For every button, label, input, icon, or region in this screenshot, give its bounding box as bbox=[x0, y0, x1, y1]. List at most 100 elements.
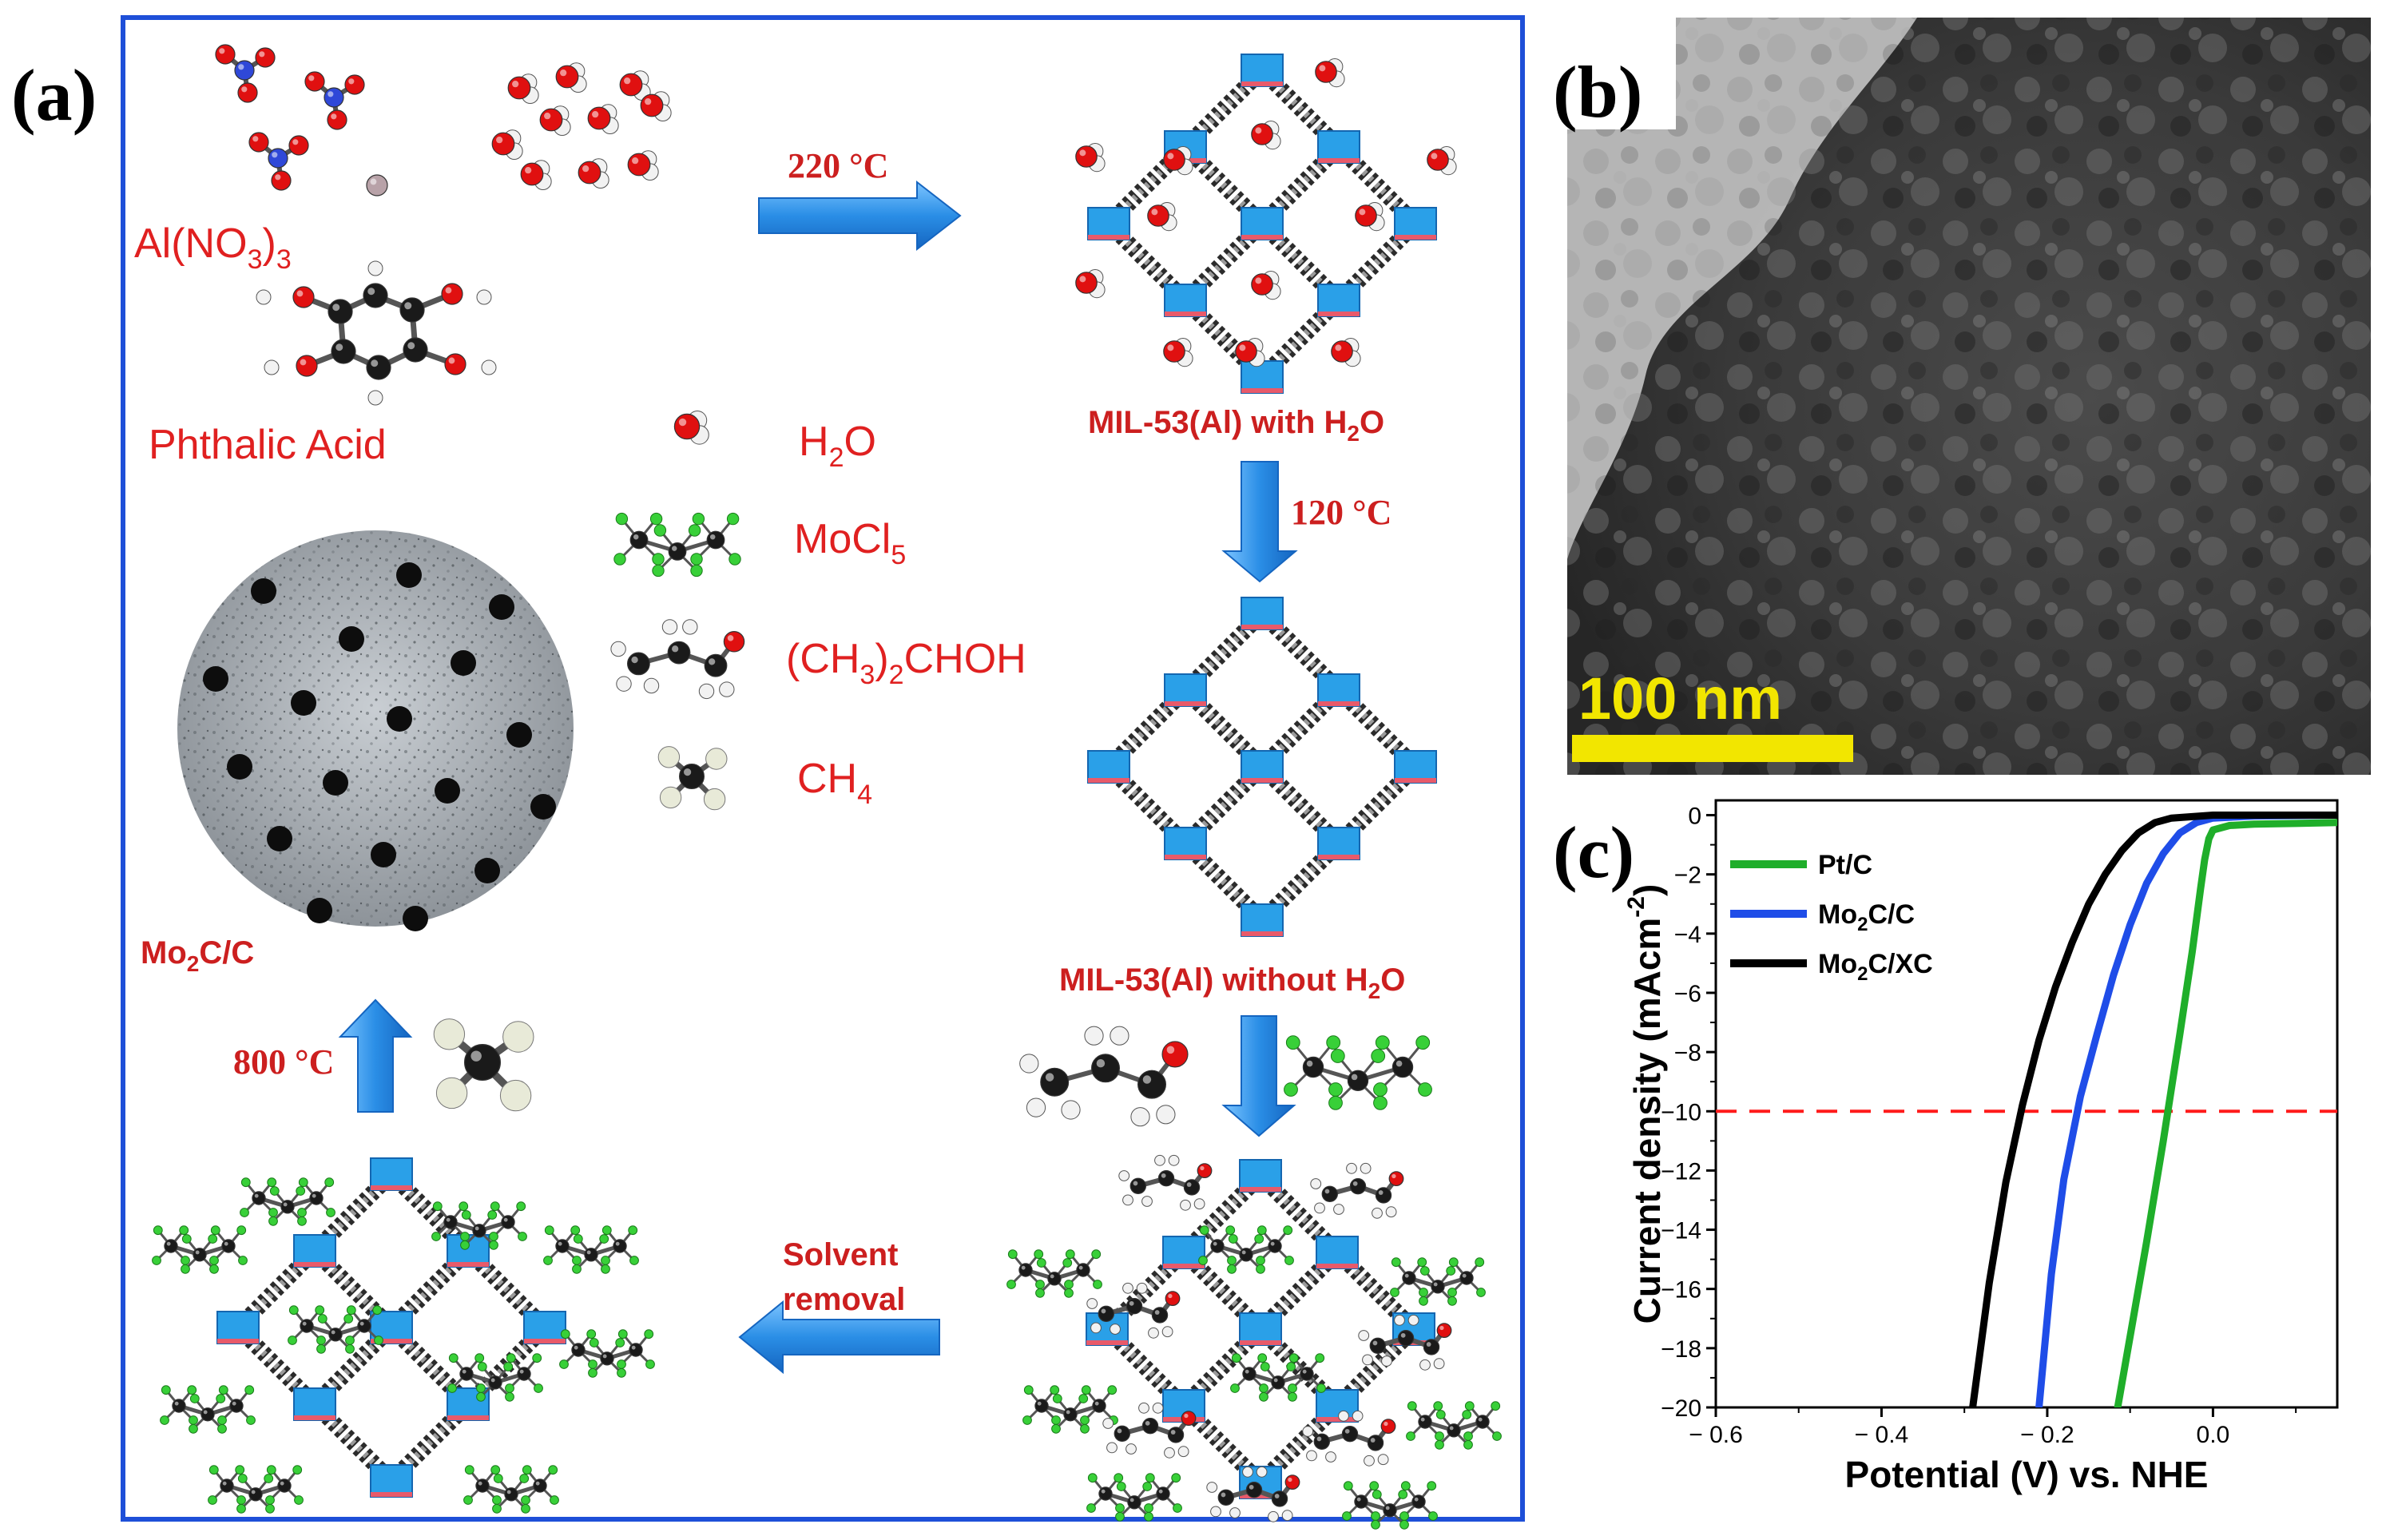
hydrogen-atom bbox=[1019, 1054, 1039, 1074]
oxygen-atom bbox=[1075, 145, 1098, 168]
oxygen-atom bbox=[441, 283, 463, 305]
oxygen-atom-highlight bbox=[1359, 208, 1366, 216]
hydrogen-atom bbox=[1090, 1322, 1102, 1334]
chlorine-atom bbox=[432, 1201, 443, 1212]
chlorine-atom bbox=[1142, 1482, 1153, 1491]
molybdenum-atom-highlight bbox=[224, 1241, 228, 1246]
chlorine-atom bbox=[476, 1391, 486, 1402]
molybdenum-atom bbox=[1459, 1271, 1474, 1285]
mo2c-nanoparticle bbox=[489, 594, 514, 620]
mo2c-nanoparticle bbox=[474, 858, 500, 883]
loaded-framework-icon bbox=[1006, 1154, 1502, 1530]
chlorine-atom bbox=[505, 1383, 514, 1393]
molybdenum-atom bbox=[1418, 1415, 1432, 1429]
molybdenum-atom-highlight bbox=[1094, 1401, 1099, 1406]
chlorine-atom bbox=[297, 1216, 307, 1226]
chlorine-atom bbox=[489, 1240, 498, 1250]
chlorine-atom bbox=[628, 1225, 638, 1236]
oxygen-atom bbox=[578, 161, 601, 185]
chlorine-atom bbox=[346, 1305, 356, 1316]
al-octahedra-node bbox=[1241, 903, 1284, 937]
chlorine-atom bbox=[240, 1177, 251, 1188]
chlorine-atom bbox=[1435, 1439, 1444, 1450]
hydrogen-atom bbox=[659, 786, 682, 809]
chlorine-atom bbox=[726, 512, 740, 526]
oxygen-atom-highlight bbox=[292, 139, 299, 145]
h2o-icon bbox=[673, 411, 709, 445]
carbon-atom bbox=[331, 339, 356, 364]
molybdenum-atom bbox=[613, 1239, 627, 1253]
y-tick-label: −18 bbox=[1661, 1336, 1701, 1363]
chlorine-atom bbox=[1007, 1249, 1018, 1260]
nitrogen-atom-highlight bbox=[328, 91, 334, 97]
chlorine-atom bbox=[208, 1234, 218, 1244]
molybdenum-atom-highlight bbox=[574, 1345, 578, 1350]
scale-bar-label: 100 nm bbox=[1578, 665, 1782, 732]
oxygen-atom bbox=[507, 76, 531, 100]
chlorine-atom bbox=[324, 1177, 335, 1188]
carbon-atom-highlight bbox=[1101, 1308, 1106, 1314]
chlorine-atom bbox=[1051, 1423, 1061, 1434]
chlorine-atom bbox=[1171, 1473, 1181, 1483]
oxygen-atom-highlight bbox=[1167, 344, 1174, 351]
node-edge bbox=[1395, 235, 1436, 240]
oxygen-atom-highlight bbox=[1079, 149, 1086, 157]
molybdenum-atom-highlight bbox=[1462, 1273, 1467, 1278]
oxygen-atom bbox=[1436, 1323, 1452, 1338]
chlorine-atom bbox=[296, 1186, 306, 1196]
chlorine-atom bbox=[1006, 1280, 1016, 1289]
panel-b-letter-background bbox=[1567, 18, 1676, 129]
oxygen-atom bbox=[304, 71, 325, 92]
molybdenum-atom bbox=[584, 1248, 598, 1262]
chlorine-atom bbox=[1091, 1249, 1102, 1260]
chlorine-atom bbox=[294, 1495, 304, 1505]
oxygen-atom-highlight bbox=[1166, 1046, 1175, 1054]
al-octahedra-node bbox=[293, 1234, 336, 1268]
hydrogen-atom bbox=[1110, 1026, 1129, 1046]
hydrogen-atom bbox=[1138, 1402, 1149, 1414]
carbon-atom-highlight bbox=[1154, 1310, 1160, 1315]
chlorine-atom bbox=[1491, 1401, 1501, 1411]
molybdenum-atom-highlight bbox=[1241, 1250, 1246, 1255]
oxygen-atom bbox=[539, 108, 563, 132]
chlorine-atom bbox=[235, 1465, 245, 1475]
hydrogen-atom bbox=[610, 641, 626, 657]
chlorine-atom bbox=[1259, 1391, 1268, 1402]
chlorine-atom bbox=[1062, 1258, 1073, 1268]
legend-mocl5-label: MoCl5 bbox=[794, 516, 906, 570]
chlorine-atom bbox=[503, 1362, 514, 1371]
chlorine-atom bbox=[1036, 1258, 1046, 1268]
y-tick-label: −12 bbox=[1661, 1158, 1701, 1185]
hydrogen-atom bbox=[698, 683, 715, 700]
node-edge bbox=[1165, 855, 1206, 859]
chlorine-atom bbox=[1115, 1503, 1125, 1513]
molybdenum-atom bbox=[1383, 1503, 1397, 1518]
node-edge bbox=[1241, 235, 1283, 240]
chlorine-atom bbox=[1326, 1035, 1341, 1050]
al-octahedra-node bbox=[370, 1464, 413, 1498]
node-edge bbox=[1086, 1340, 1128, 1345]
chlorine-atom bbox=[1144, 1511, 1153, 1522]
chlorine-atom bbox=[1328, 1095, 1343, 1110]
oxygen-atom-highlight bbox=[448, 357, 455, 364]
carbon-atom bbox=[667, 641, 691, 665]
oxygen-atom-highlight bbox=[544, 113, 551, 120]
molybdenum-atom bbox=[501, 1215, 515, 1229]
carbon-atom bbox=[1040, 1067, 1070, 1097]
carbon-atom-highlight bbox=[1249, 1484, 1254, 1490]
oxygen-atom-highlight bbox=[496, 137, 503, 144]
molybdenum-atom bbox=[1402, 1271, 1416, 1285]
chlorine-atom bbox=[1225, 1225, 1236, 1236]
molybdenum-atom-highlight bbox=[615, 1241, 620, 1246]
mil53-with-water-framework-icon bbox=[1075, 54, 1457, 394]
carbon-atom-highlight bbox=[631, 656, 638, 664]
oxygen-atom-highlight bbox=[1335, 344, 1342, 351]
hydrogen-atom bbox=[502, 1021, 534, 1053]
chlorine-atom bbox=[1288, 1383, 1297, 1393]
chlorine-atom bbox=[265, 1503, 275, 1514]
al-octahedra-node bbox=[1394, 207, 1437, 240]
chlorine-atom bbox=[217, 1423, 227, 1434]
carbon-atom bbox=[403, 337, 428, 363]
chlorine-atom bbox=[589, 1338, 599, 1348]
carbon-atom bbox=[366, 355, 391, 380]
